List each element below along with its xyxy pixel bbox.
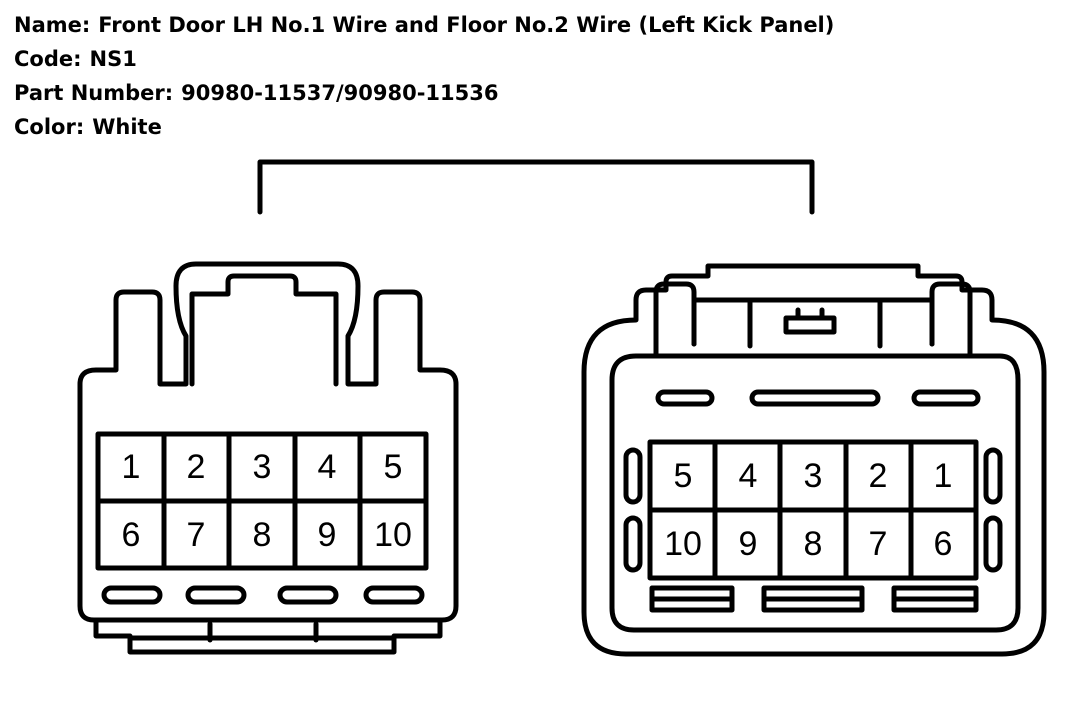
- left-latch-outline: [189, 273, 339, 387]
- left-pin-9: 9: [318, 516, 337, 554]
- connector-info: Name: Front Door LH No.1 Wire and Floor N…: [14, 8, 834, 144]
- left-pin-6: 6: [122, 516, 141, 554]
- code-label: Code:: [14, 47, 82, 71]
- right-pin-1: 1: [934, 457, 953, 495]
- left-slot: [101, 585, 163, 605]
- right-pin-2: 2: [869, 457, 888, 495]
- part-number-value: 90980-11537/90980-11536: [181, 81, 499, 105]
- right-top-slot: [655, 389, 715, 407]
- mating-bracket: [257, 159, 815, 215]
- left-pin-4: 4: [318, 448, 337, 486]
- right-latch-window: [747, 297, 883, 349]
- right-left-tab: [653, 281, 697, 359]
- right-connector: 5 4 3 2 1 10 9 8 7 6: [581, 263, 1047, 657]
- name-row: Name: Front Door LH No.1 Wire and Floor N…: [14, 8, 834, 42]
- right-side-slot: [983, 515, 1003, 573]
- left-pin-10: 10: [374, 516, 412, 554]
- code-row: Code: NS1: [14, 42, 834, 76]
- right-pin-7: 7: [869, 525, 888, 563]
- left-pin-8: 8: [253, 516, 272, 554]
- right-pin-3: 3: [804, 457, 823, 495]
- left-pin-7: 7: [187, 516, 206, 554]
- left-slot: [277, 585, 339, 605]
- right-side-slot: [983, 447, 1003, 505]
- right-side-slot: [623, 447, 643, 505]
- right-pin-9: 9: [739, 525, 758, 563]
- left-slot: [363, 585, 425, 605]
- left-pin-3: 3: [253, 448, 272, 486]
- left-pin-1: 1: [122, 448, 141, 486]
- right-right-tab: [929, 281, 973, 359]
- right-latch-key: [783, 315, 837, 335]
- left-pin-5: 5: [384, 448, 403, 486]
- right-pin-5: 5: [674, 457, 693, 495]
- color-label: Color:: [14, 115, 85, 139]
- color-value: White: [92, 115, 162, 139]
- left-slot: [185, 585, 247, 605]
- right-side-slot: [623, 515, 643, 573]
- right-pin-4: 4: [739, 457, 758, 495]
- right-top-slot: [749, 389, 881, 407]
- right-connector-inner-wall: [609, 353, 1021, 633]
- right-pin-8: 8: [804, 525, 823, 563]
- right-pin-6: 6: [934, 525, 953, 563]
- code-value: NS1: [89, 47, 137, 71]
- part-number-label: Part Number:: [14, 81, 174, 105]
- name-label: Name:: [14, 13, 91, 37]
- left-connector: 1 2 3 4 5 6 7 8 9 10: [77, 261, 459, 655]
- right-pin-10: 10: [664, 525, 702, 563]
- left-connector-body: [77, 261, 459, 623]
- right-latch-outline: [691, 297, 935, 347]
- right-top-slot: [911, 389, 981, 407]
- name-value: Front Door LH No.1 Wire and Floor No.2 W…: [98, 13, 835, 37]
- left-pin-2: 2: [187, 448, 206, 486]
- left-bottom-skirt: [93, 617, 443, 655]
- color-row: Color: White: [14, 110, 834, 144]
- part-number-row: Part Number: 90980-11537/90980-11536: [14, 76, 834, 110]
